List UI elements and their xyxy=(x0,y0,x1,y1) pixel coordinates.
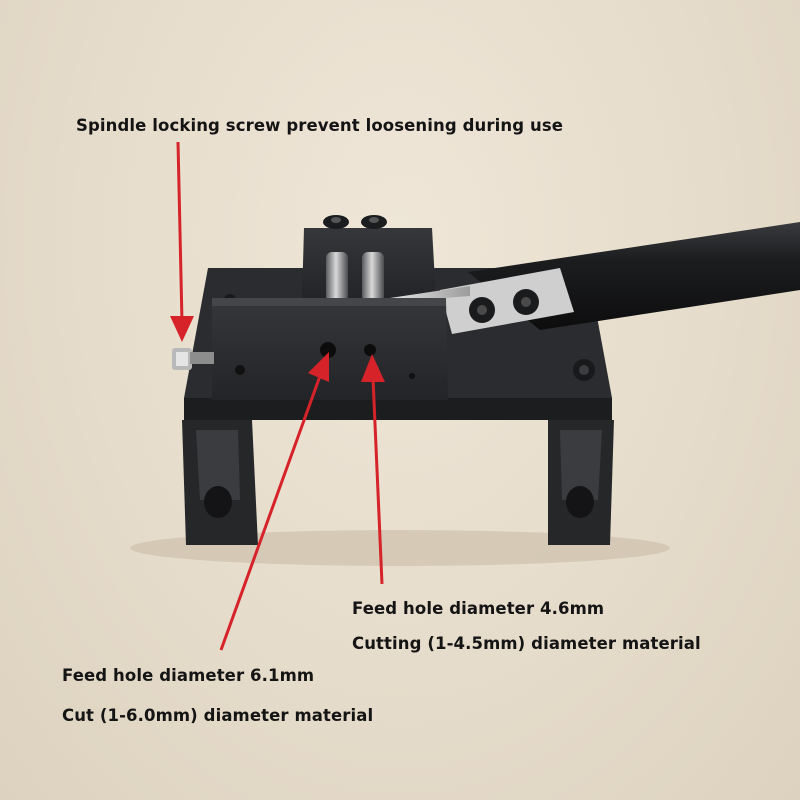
feed-hole-small xyxy=(364,344,376,356)
front-block xyxy=(212,298,448,400)
feed-hole-large xyxy=(320,342,336,358)
locking-screw xyxy=(172,348,214,370)
roller-right xyxy=(362,252,384,302)
arrow-large-hole xyxy=(219,352,329,651)
large-hole-diameter-label: Feed hole diameter 6.1mm xyxy=(62,666,315,685)
right-foot xyxy=(548,420,614,545)
large-hole-range-label: Cut (1-6.0mm) diameter material xyxy=(62,706,374,725)
shadow xyxy=(130,530,670,566)
left-foot xyxy=(182,420,258,545)
lever-handle xyxy=(390,222,800,334)
small-hole-range-label: Cutting (1-4.5mm) diameter material xyxy=(352,634,701,653)
arrow-locking-screw xyxy=(170,141,194,342)
arrow-small-hole xyxy=(361,354,385,585)
locking-screw-label: Spindle locking screw prevent loosening … xyxy=(76,116,564,135)
roller-left xyxy=(326,252,348,302)
small-hole-diameter-label: Feed hole diameter 4.6mm xyxy=(352,599,605,618)
